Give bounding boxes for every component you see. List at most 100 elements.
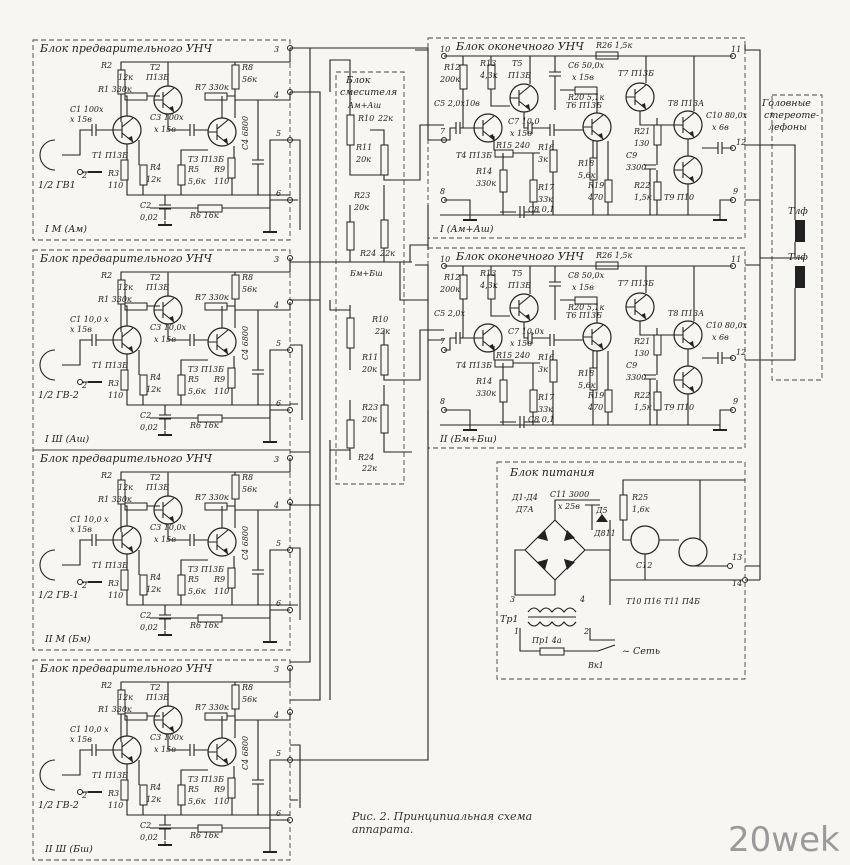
resistor-r12	[459, 274, 468, 300]
mixer-block: Блок смесителя Ам+Аш Бм+Бш R10 22к R11 2…	[335, 71, 412, 485]
preamp-c1-value: x 15в	[70, 325, 92, 334]
preamp-r5-label: R5	[187, 375, 199, 384]
preamp-channel-label: II М (Бм)	[44, 634, 91, 645]
pa-r16-label: R16	[537, 143, 554, 152]
preamp-r3-value: 110	[108, 181, 123, 190]
preamp-input-label: 1/2 ГВ-2	[38, 800, 79, 811]
pa-r21-value: 130	[634, 349, 649, 358]
resistor-r22	[653, 391, 662, 411]
preamp-t2-label: T2	[150, 473, 160, 482]
resistor-r14	[499, 169, 508, 193]
pa-r13-value: 4,3к	[479, 281, 498, 290]
resistor-r22	[653, 181, 662, 201]
transistor-t9-icon	[673, 155, 703, 185]
pa-r21-value: 130	[634, 139, 649, 148]
preamp-r7-label: R7 330к	[194, 293, 229, 302]
resistor-r14	[499, 379, 508, 403]
resistor-r23-top	[380, 219, 389, 249]
pa-r15-label: R15 240	[495, 141, 530, 150]
preamp-r4-label: R4	[149, 163, 161, 172]
preamp-terminal-5: 5	[276, 749, 281, 758]
capacitor-c3	[189, 744, 195, 756]
preamp-terminal-4: 4	[273, 711, 279, 720]
pa-c5-label: C5 2,0x10в	[434, 99, 480, 108]
pa-r17-label: R17	[537, 393, 555, 402]
preamp-t3-label: T3 П13Б	[188, 775, 224, 784]
preamp-t2-type: П13Б	[145, 73, 169, 82]
preamp-c1-value: x 15в	[70, 735, 92, 744]
preamp-r9-label: R9	[213, 785, 225, 794]
preamp-terminal-5: 5	[276, 539, 281, 548]
preamp-r5-label: R5	[187, 785, 199, 794]
value-r10: 22к	[377, 114, 393, 123]
transistor-t6-icon	[582, 322, 612, 352]
label-r10b: R10	[371, 315, 388, 324]
resistor-r5	[177, 164, 186, 186]
resistor-r7	[204, 92, 228, 101]
preamp-terminal-5: 5	[276, 339, 281, 348]
preamp-r8-value: 56к	[242, 485, 257, 494]
preamp-c4-label: C4 6800	[241, 736, 250, 770]
pa-r18-label: R18	[577, 369, 594, 378]
pa-r16-value: 3к	[538, 365, 548, 374]
capacitor-c4	[252, 779, 264, 785]
mixer-sum-bottom: Бм+Бш	[349, 269, 383, 278]
resistor-r11-bottom	[380, 344, 389, 376]
label-r11: R11	[355, 143, 372, 152]
preamp-t3-label: T3 П13Б	[188, 365, 224, 374]
resistor-r15	[494, 149, 514, 158]
psu-winding-3: 3	[510, 595, 515, 604]
pa-terminal-10: 10	[440, 45, 450, 54]
resistor-r16	[549, 149, 558, 173]
preamp-c2-label: C2	[140, 611, 151, 620]
headphones-title-1: Головные	[761, 98, 811, 109]
capacitor-c5	[455, 122, 461, 134]
preamp-c3-value: x 15в	[154, 125, 176, 134]
transistor-t3-icon	[207, 737, 237, 767]
label-r23: R23	[353, 191, 370, 200]
transistor-t3-icon	[207, 327, 237, 357]
pa-t8-label: T8 П13А	[668, 99, 704, 108]
capacitor-c10	[717, 142, 723, 154]
psu-fuse-label: Пр1 4а	[531, 636, 562, 645]
pa-c10-value: x 6в	[712, 333, 729, 342]
pa-terminal-9: 9	[733, 397, 738, 406]
mixer-title-1: Блок	[345, 75, 371, 86]
preamp-c2-value: 0,02	[140, 833, 158, 842]
preamp-t2-type: П13Б	[145, 483, 169, 492]
psu-t11-label: T11 П4Б	[664, 597, 700, 606]
resistor-r3	[120, 779, 129, 801]
pa-t7-label: T7 П13Б	[618, 279, 654, 288]
value-r24b: 22к	[361, 464, 377, 473]
preamp-r9-label: R9	[213, 165, 225, 174]
preamp-r4-value: 12к	[146, 795, 161, 804]
preamp-r6-label: R6 16к	[189, 831, 219, 840]
preamp-r7-label: R7 330к	[194, 83, 229, 92]
pa-r22-value: 1,5к	[634, 193, 652, 202]
preamp-t2-label: T2	[150, 63, 160, 72]
preamp-r5-value: 5,6к	[188, 587, 206, 596]
headphones-title-3: лефоны	[768, 122, 807, 133]
value-r24: 22к	[379, 249, 395, 258]
resistor-r15	[494, 359, 514, 368]
pa-c6-value: x 15в	[572, 283, 594, 292]
pa-c10-label: C10 80,0x	[706, 111, 748, 120]
preamp-r8-label: R8	[241, 473, 253, 482]
pa-r17-value: 33к	[538, 405, 553, 414]
pa-r18-value: 5,6к	[578, 381, 596, 390]
preamp-terminal-3: 3	[274, 665, 279, 674]
transistor-t5-icon	[509, 293, 539, 323]
pa-r14-label: R14	[475, 167, 492, 176]
preamp-t1-label: T1 П13Б	[92, 151, 128, 160]
transistor-t11-icon	[678, 537, 708, 567]
preamp-terminal-3: 3	[274, 45, 279, 54]
preamp-r8-label: R8	[241, 683, 253, 692]
psu-title: Блок питания	[509, 466, 595, 479]
resistor-r25	[619, 494, 628, 521]
psu-winding-1: 1	[514, 627, 519, 636]
resistor-r8	[231, 474, 240, 500]
transistor-t6-icon	[582, 112, 612, 142]
